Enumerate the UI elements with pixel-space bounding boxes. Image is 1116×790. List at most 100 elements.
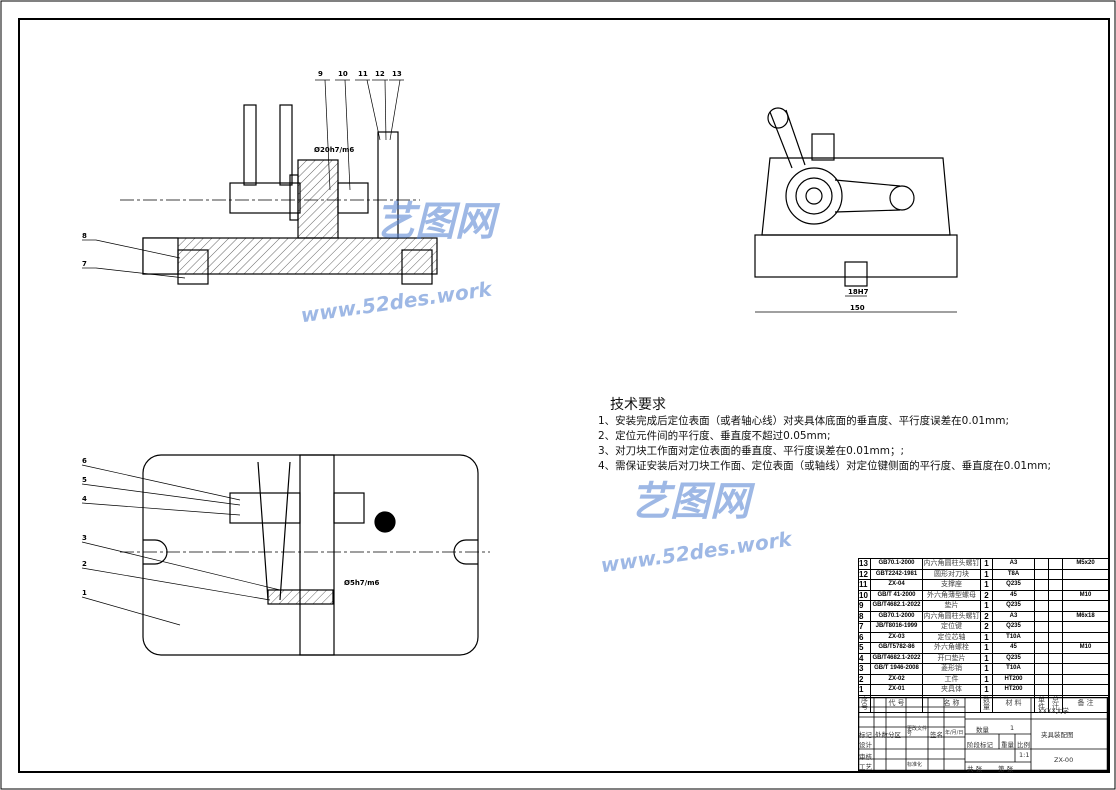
bom-cell-remark: M10 [1062,642,1109,654]
bom-cell-remark: M6x18 [1062,610,1109,622]
bom-cell-qty: 2 [980,621,993,633]
dim-pin-fit: Ø5h7/m6 [344,579,380,587]
bom-cell-weight [1034,600,1049,612]
bom-cell-qty: 2 [980,610,993,622]
balloon-5: 5 [82,476,87,484]
bom-cell-no: 3 [858,663,871,675]
stage-label: 阶段标记 [967,741,993,749]
bom-cell-weight [1048,663,1063,675]
bom-cell-weight [1048,621,1063,633]
bom-cell-remark [1062,684,1109,696]
balloon-9: 9 [318,70,323,78]
bom-cell-weight [1048,579,1063,591]
bom-cell-remark [1062,631,1109,643]
bom-cell-name: 菱形销 [922,663,981,675]
change-label: 更改文件号 [907,726,928,737]
title-block: XXXX大学 夹具装配图 ZX-00 数量 1 阶段标记 重量 比例 1:1 共… [858,697,1108,773]
tech-req-item: 4、需保证安装后对刀块工作面、定位表面（或轴线）对定位键侧面的平行度、垂直度在0… [598,460,1052,472]
bom-cell-remark: M5x20 [1062,558,1109,570]
bom-cell-no: 11 [858,579,871,591]
bom-cell-code: GB70.1-2000 [870,558,923,570]
bom-cell-code: ZX-03 [870,631,923,643]
school-name: XXXX大学 [1038,707,1069,715]
bom-cell-weight [1034,673,1049,685]
bom-cell-material: A3 [992,610,1035,622]
balloon-11: 11 [358,70,368,78]
watermark-brand: 艺图网 [375,199,495,245]
bom-cell-material: T8A [992,568,1035,580]
bom-cell-remark [1062,652,1109,664]
leader-lines-bottom [81,464,281,626]
bom-cell-no: 12 [858,568,871,580]
weight-label: 重量 [1001,741,1014,749]
bom-cell-code: GBT2242-1981 [870,568,923,580]
bom-cell-name: 工件 [922,673,981,685]
front-section-view [120,104,438,285]
bom-cell-weight [1034,589,1049,601]
side-view [754,107,958,313]
bom-cell-no: 1 [858,684,871,696]
bom-cell-no: 9 [858,600,871,612]
bom-cell-remark [1062,621,1109,633]
bom-cell-weight [1048,673,1063,685]
bom-cell-code: GB/T5782-86 [870,642,923,654]
bom-cell-no: 7 [858,621,871,633]
bom-cell-remark: M10 [1062,589,1109,601]
bom-cell-material: HT200 [992,673,1035,685]
bom-cell-material: T10A [992,631,1035,643]
technical-requirements: 技术要求 1、安装完成后定位表面（或者轴心线）对夹具体底面的垂直度、平行度误差在… [598,396,1051,474]
balloon-6: 6 [82,457,87,465]
bom-cell-no: 13 [858,558,871,570]
bom-cell-material: Q235 [992,600,1035,612]
qty-value: 1 [1010,724,1015,732]
bom-cell-code: GB/T 41-2000 [870,589,923,601]
bom-cell-name: 定位芯轴 [922,631,981,643]
bom-cell-material: Q235 [992,652,1035,664]
bom-cell-weight [1048,652,1063,664]
bom-cell-code: GB/T4682.1-2022 [870,600,923,612]
bom-cell-name: 外六角螺栓 [922,642,981,654]
sheet-count: 共 张 [967,765,983,773]
balloon-13: 13 [392,70,402,78]
balloon-10: 10 [338,70,348,78]
balloon-2: 2 [82,560,87,568]
bom-cell-material: A3 [992,558,1035,570]
bom-header-remark: 备 注 [1062,694,1109,713]
bom-cell-name: 支撑座 [922,579,981,591]
tech-req-item: 3、对刀块工作面对定位表面的垂直度、平行度误差在0.01mm；; [598,445,905,457]
bom-cell-weight [1034,621,1049,633]
bom-cell-name: 圆形对刀块 [922,568,981,580]
bom-cell-material: T10A [992,663,1035,675]
standard-label: 标准化 [907,762,923,768]
mark-label: 标记 [859,731,872,739]
bom-header: 序号 代 号 名 称 数量 材 料 单件 总计 备 注 [858,694,1109,713]
bom-cell-name: 夹具体 [922,684,981,696]
bom-cell-weight [1048,558,1063,570]
bom-cell-weight [1034,642,1049,654]
bom-cell-qty: 1 [980,673,993,685]
bom-cell-remark [1062,568,1109,580]
bom-cell-material: Q235 [992,621,1035,633]
dim-key-fit: 18H7 [848,288,869,296]
bom-cell-qty: 1 [980,684,993,696]
bom-cell-no: 8 [858,610,871,622]
qty-label: 数量 [976,726,989,734]
balloon-1: 1 [82,589,87,597]
bom-cell-weight [1048,631,1063,643]
bom-cell-qty: 1 [980,663,993,675]
leader-lines-top [82,79,404,279]
bom-cell-no: 2 [858,673,871,685]
bom-cell-name: 垫片 [922,600,981,612]
bom-cell-weight [1034,610,1049,622]
bom-cell-qty: 1 [980,642,993,654]
